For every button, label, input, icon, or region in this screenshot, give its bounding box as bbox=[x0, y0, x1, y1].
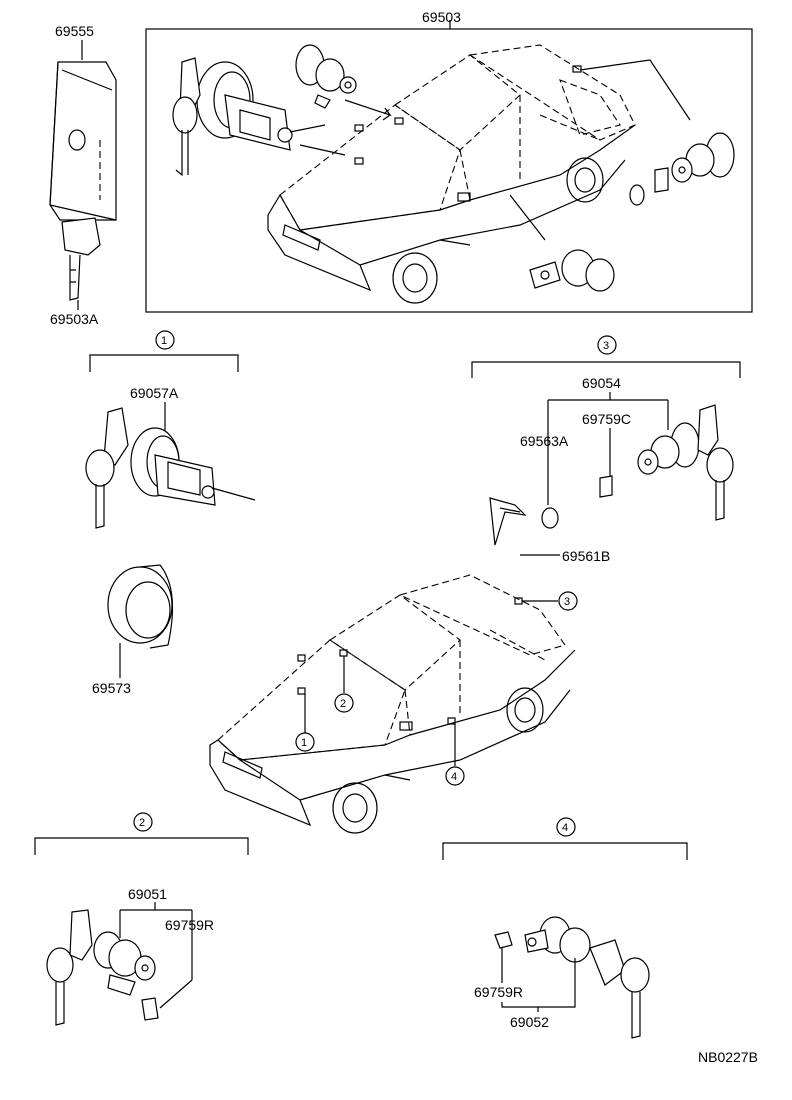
part-label-69051: 69051 bbox=[128, 886, 167, 902]
part-label-69555: 69555 bbox=[55, 23, 94, 39]
group-marker-2: 2 bbox=[139, 817, 145, 829]
part-label-69759C: 69759C bbox=[582, 411, 631, 427]
group-marker-4-circle bbox=[556, 817, 576, 837]
part-label-69503: 69503 bbox=[422, 9, 461, 25]
door-lock-cylinder-bottom-frame bbox=[529, 249, 615, 292]
car-illustration-top bbox=[267, 44, 691, 304]
part-label-69561B: 69561B bbox=[562, 548, 610, 564]
door-lock-69052 bbox=[494, 916, 650, 1039]
group-marker-1: 1 bbox=[161, 335, 167, 347]
door-lock-cylinder-top bbox=[295, 44, 357, 109]
part-label-69503A: 69503A bbox=[50, 311, 99, 327]
group-marker-4: 4 bbox=[562, 822, 568, 834]
callout-marker-1: 1 bbox=[301, 737, 307, 749]
trunk-lock-69054 bbox=[489, 404, 734, 546]
key-plate-card bbox=[49, 61, 117, 221]
part-label-69759R-left: 69759R bbox=[165, 917, 214, 933]
group-marker-2-circle bbox=[133, 812, 153, 832]
part-label-69057A: 69057A bbox=[130, 385, 179, 401]
callout-marker-4-circle bbox=[445, 766, 465, 786]
group-marker-3-circle bbox=[597, 335, 617, 355]
drawing-code: NB0227B bbox=[698, 1049, 758, 1065]
bezel-ring-69573 bbox=[107, 564, 174, 649]
callout-marker-4: 4 bbox=[451, 771, 457, 783]
door-lock-69051 bbox=[46, 909, 159, 1026]
part-label-69052: 69052 bbox=[510, 1014, 549, 1030]
key-69503A bbox=[61, 217, 101, 301]
callout-marker-2-circle bbox=[334, 693, 354, 713]
callout-marker-3-circle bbox=[558, 591, 578, 611]
group-marker-1-circle bbox=[155, 330, 175, 350]
part-label-69563A: 69563A bbox=[520, 433, 569, 449]
callout-marker-2: 2 bbox=[340, 698, 346, 710]
ignition-lock-illustration-top bbox=[172, 57, 326, 177]
callout-marker-1-circle bbox=[295, 732, 315, 752]
callout-marker-3: 3 bbox=[564, 596, 570, 608]
group-marker-3: 3 bbox=[603, 340, 609, 352]
part-label-69573: 69573 bbox=[92, 680, 131, 696]
part-label-69054: 69054 bbox=[582, 375, 621, 391]
car-illustration-center bbox=[209, 574, 576, 834]
trunk-lock-illustration-top bbox=[629, 132, 735, 206]
part-label-69759R-right: 69759R bbox=[474, 984, 523, 1000]
assembly-frame bbox=[145, 20, 753, 313]
ignition-lock-69057A bbox=[85, 407, 256, 529]
